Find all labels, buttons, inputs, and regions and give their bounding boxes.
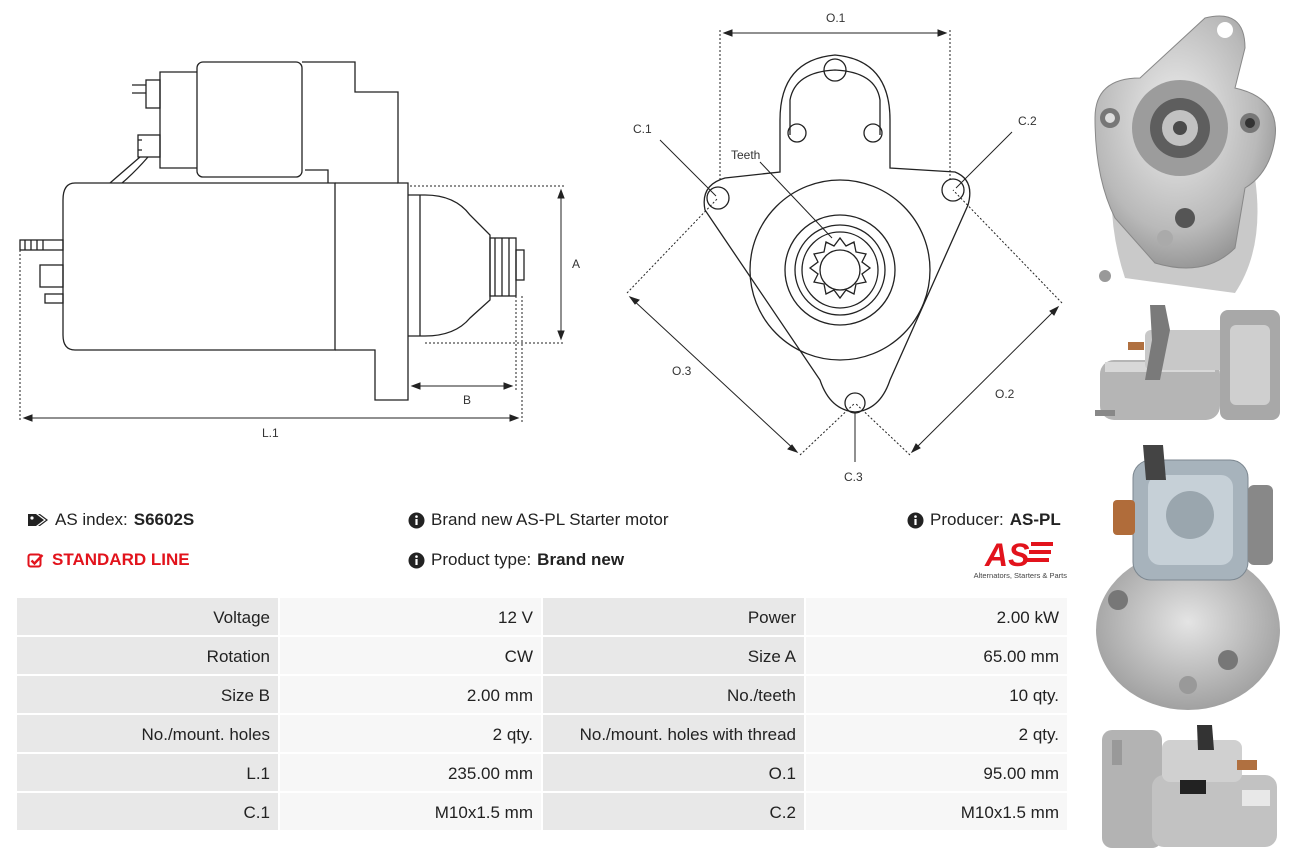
dim-label-o1: O.1 xyxy=(826,11,846,25)
as-index-row: AS index: S6602S xyxy=(27,510,194,530)
spec-value: 2 qty. xyxy=(804,713,1069,754)
dim-label-a: A xyxy=(572,257,580,271)
spec-label: C.2 xyxy=(541,791,806,832)
description-text: Brand new AS-PL Starter motor xyxy=(431,510,669,529)
svg-text:AS: AS xyxy=(984,538,1030,570)
product-photo-front xyxy=(1094,15,1276,293)
tag-icon xyxy=(28,514,48,526)
dim-label-o3: O.3 xyxy=(672,364,692,378)
dim-label-l1: L.1 xyxy=(262,426,279,440)
dim-label-b: B xyxy=(463,393,471,407)
as-logo-mark: AS xyxy=(984,538,1053,570)
product-type-value: Brand new xyxy=(537,550,625,569)
spec-value: 65.00 mm xyxy=(804,635,1069,676)
product-type-label: Product type: xyxy=(431,550,532,569)
spec-value: M10x1.5 mm xyxy=(278,791,543,832)
dim-label-c2: C.2 xyxy=(1018,114,1037,128)
spec-value: M10x1.5 mm xyxy=(804,791,1069,832)
spec-label: Size A xyxy=(541,635,806,676)
product-type-row: Product type: Brand new xyxy=(408,550,624,570)
product-photo-side xyxy=(1095,305,1280,420)
as-logo: AS Alternators, Starters & Parts xyxy=(965,538,1067,582)
info-circle-icon xyxy=(907,512,924,528)
producer-label: Producer: xyxy=(930,510,1004,529)
description-row: Brand new AS-PL Starter motor xyxy=(408,510,668,530)
spec-value: 2.00 kW xyxy=(804,596,1069,637)
spec-value: CW xyxy=(278,635,543,676)
spec-label: Rotation xyxy=(15,635,280,676)
dim-label-c1: C.1 xyxy=(633,122,652,136)
spec-value: 12 V xyxy=(278,596,543,637)
producer-value: AS-PL xyxy=(1009,510,1061,529)
dim-label-o2: O.2 xyxy=(995,387,1015,401)
spec-label: Size B xyxy=(15,674,280,715)
dim-label-teeth: Teeth xyxy=(731,148,760,162)
standard-line-text: STANDARD LINE xyxy=(52,550,190,569)
as-index-value: S6602S xyxy=(133,510,195,529)
dim-label-c3: C.3 xyxy=(844,470,863,484)
product-photo-rear xyxy=(1096,445,1280,710)
spec-value: 2.00 mm xyxy=(278,674,543,715)
spec-label: Power xyxy=(541,596,806,637)
side-view-drawing: L.1 A B xyxy=(19,61,580,440)
as-index-label: AS index: xyxy=(55,510,128,529)
spec-label: C.1 xyxy=(15,791,280,832)
info-circle-icon xyxy=(408,552,425,568)
front-view-drawing: O.1 O.3 O.2 C.1 C.2 C.3 Teeth xyxy=(626,11,1063,484)
info-circle-icon xyxy=(408,512,425,528)
spec-value: 2 qty. xyxy=(278,713,543,754)
spec-label: Voltage xyxy=(15,596,280,637)
standard-line-row: STANDARD LINE xyxy=(27,550,190,570)
spec-label: No./mount. holes xyxy=(15,713,280,754)
spec-label: O.1 xyxy=(541,752,806,793)
spec-value: 95.00 mm xyxy=(804,752,1069,793)
spec-label: L.1 xyxy=(15,752,280,793)
spec-label: No./mount. holes with thread xyxy=(541,713,806,754)
checkbox-icon xyxy=(27,553,44,567)
producer-row: Producer: AS-PL xyxy=(907,510,1061,530)
spec-value: 235.00 mm xyxy=(278,752,543,793)
spec-label: No./teeth xyxy=(541,674,806,715)
product-photo-top xyxy=(1102,725,1277,848)
spec-value: 10 qty. xyxy=(804,674,1069,715)
as-logo-tagline: Alternators, Starters & Parts xyxy=(973,571,1067,580)
